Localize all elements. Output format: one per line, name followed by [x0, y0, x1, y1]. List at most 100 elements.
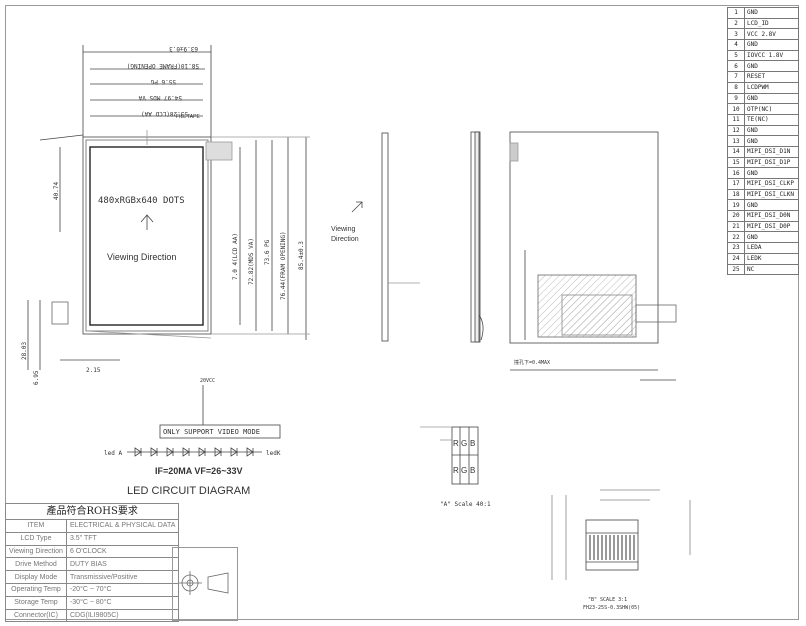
- led-diodes: [134, 447, 254, 457]
- rgb-g-1: G: [461, 439, 467, 448]
- pin-signal: MIPI_DSI_D1P: [744, 156, 799, 169]
- led-only-support: ONLY SUPPORT VIDEO MODE: [163, 428, 260, 436]
- spec-key: Viewing Direction: [5, 544, 67, 559]
- pin-number: 14: [727, 145, 745, 158]
- dim-top-5: 53.28(LCD AA): [141, 110, 188, 117]
- pin-signal: NC: [744, 263, 799, 276]
- detail-b-label: "B" SCALE 3:1: [588, 597, 627, 603]
- spec-key: LCD Type: [5, 531, 67, 546]
- spec-value: 6 O'CLOCK: [65, 544, 180, 559]
- pin-signal: GND: [744, 124, 799, 137]
- dim-bottom-3: 2.15: [86, 367, 101, 374]
- pin-number: 17: [727, 178, 745, 190]
- pin-number: 7: [727, 71, 745, 83]
- spec-value: 3.5" TFT: [65, 531, 180, 546]
- pin-number: 10: [727, 103, 745, 115]
- pin-number: 12: [727, 124, 745, 137]
- dim-vert-1: 7.0 4(LCD AA): [232, 233, 239, 280]
- fill-tape-label: FILL TAPE: [176, 114, 200, 120]
- spec-title: 產品符合ROHS要求: [4, 503, 180, 520]
- dim-top-2: 58.10(FRAME OPENING): [127, 62, 199, 69]
- led-anode-label: led A: [104, 450, 122, 457]
- pin-number: 20: [727, 210, 745, 222]
- pin-number: 3: [727, 28, 745, 41]
- side-viewing-direction-1: Viewing: [331, 226, 355, 233]
- pin-signal: MIPI_DSI_CLKN: [744, 188, 799, 201]
- spec-value: CDG(ILI9805C): [65, 608, 180, 623]
- dim-vert-5: 85.4±0.3: [298, 241, 305, 270]
- pin-number: 15: [727, 156, 745, 169]
- dim-bottom-1: 28.03: [21, 342, 28, 360]
- dim-top-3: 55.6 PG: [150, 78, 176, 85]
- side-viewing-direction-2: Direction: [331, 236, 359, 243]
- rgb-g-2: G: [461, 466, 467, 475]
- drawing-frame: [5, 5, 799, 620]
- pin-signal: MIPI_DSI_D0N: [744, 210, 799, 222]
- pin-number: 11: [727, 113, 745, 126]
- pin-signal: LEDA: [744, 242, 799, 254]
- pin-signal: GND: [744, 135, 799, 147]
- pin-signal: MIPI_DSI_CLKP: [744, 178, 799, 190]
- projection-symbol: [178, 571, 229, 595]
- active-area-rect: [89, 146, 204, 326]
- dim-top-1: 63.9±0.3: [169, 45, 198, 52]
- pin-signal: RESET: [744, 71, 799, 83]
- pin-signal: GND: [744, 231, 799, 244]
- spec-key: Storage Temp: [5, 595, 67, 610]
- pin-number: 4: [727, 39, 745, 51]
- pin-number: 24: [727, 252, 745, 265]
- pin-number: 23: [727, 242, 745, 254]
- dim-top-4: 54.97 MDS VA: [138, 94, 182, 101]
- spec-value: DUTY BIAS: [65, 557, 180, 572]
- dim-vert-3: 73.6 PG: [264, 239, 271, 265]
- pin-signal: GND: [744, 7, 799, 19]
- dim-bottom-2: 6.95: [33, 370, 40, 385]
- spec-key: ITEM: [5, 519, 67, 533]
- led-spec: IF=20MA VF=26~33V: [155, 466, 242, 476]
- side-note: 撞孔下=0.4MAX: [514, 359, 550, 366]
- pin-signal: TE(NC): [744, 113, 799, 126]
- pin-number: 21: [727, 220, 745, 233]
- pin-number: 25: [727, 263, 745, 276]
- rgb-b-1: B: [470, 439, 475, 448]
- pin-signal: LCDPWM: [744, 81, 799, 94]
- spec-key: Operating Temp: [5, 582, 67, 597]
- detail-a-label: "A" Scale 40:1: [440, 501, 491, 508]
- spec-value: -20°C ~ 70°C: [65, 582, 180, 597]
- spec-key: Connector(IC): [5, 608, 67, 623]
- pin-signal: LEDK: [744, 252, 799, 265]
- spec-value: -30°C ~ 80°C: [65, 595, 180, 610]
- pin-signal: LCD_ID: [744, 17, 799, 30]
- pin-signal: OTP(NC): [744, 103, 799, 115]
- pin-signal: GND: [744, 167, 799, 179]
- rgb-b-2: B: [470, 466, 475, 475]
- spec-key: Drive Method: [5, 557, 67, 572]
- rgb-r-1: R: [453, 439, 459, 448]
- dim-left: 40.74: [53, 182, 60, 200]
- spec-key: Display Mode: [5, 570, 67, 584]
- display-label: 480xRGBx640 DOTS: [98, 196, 185, 206]
- fpc-note: FH23-25S-0.3SHW(05): [583, 605, 640, 611]
- projection-box: [172, 547, 238, 621]
